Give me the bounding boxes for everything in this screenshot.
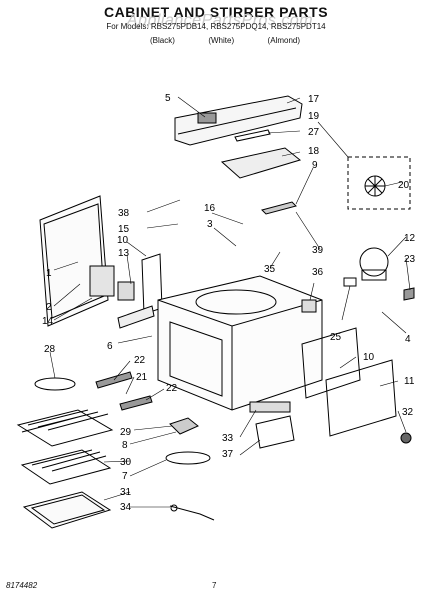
front-strip-part <box>117 305 155 329</box>
screw-32-part <box>400 432 412 444</box>
callout-8: 8 <box>122 440 128 451</box>
callout-22: 22 <box>134 355 146 366</box>
sensor-probe-part <box>169 505 215 521</box>
models-line: For Models: RBS275PDB14, RBS275PDQ14, RB… <box>106 22 326 31</box>
callout-33: 33 <box>222 433 234 444</box>
callout-3: 3 <box>207 219 213 230</box>
vent-grille-part <box>197 112 217 124</box>
callout-35: 35 <box>264 264 276 275</box>
callout-11: 11 <box>404 376 415 387</box>
callout-34: 34 <box>120 502 132 513</box>
latch-22b-part <box>119 395 153 411</box>
variant-white: (White) <box>208 36 235 45</box>
vent-bar-part <box>261 201 297 215</box>
turntable-support-part <box>165 451 211 465</box>
callout-4: 4 <box>405 334 411 345</box>
callout-1: 1 <box>46 268 52 279</box>
callout-39: 39 <box>312 245 324 256</box>
rear-panel-part <box>325 359 397 437</box>
callout-6: 6 <box>107 341 113 352</box>
page-title: CABINET AND STIRRER PARTS <box>103 4 329 20</box>
callout-10b: 10 <box>363 352 375 363</box>
cabinet-opening <box>169 321 223 397</box>
roller-ring-part <box>34 377 76 391</box>
stirrer-box <box>347 156 411 210</box>
switch-33-part <box>249 401 291 413</box>
variant-almond: (Almond) <box>267 36 300 45</box>
callout-20: 20 <box>398 180 410 191</box>
callout-5: 5 <box>165 93 171 104</box>
drive-coupler-part <box>169 417 199 435</box>
callout-37: 37 <box>222 449 234 460</box>
callout-36: 36 <box>312 267 324 278</box>
callout-12: 12 <box>404 233 416 244</box>
callout-30: 30 <box>120 457 132 468</box>
callout-25: 25 <box>330 332 342 343</box>
callout-17: 17 <box>308 94 320 105</box>
callout-19: 19 <box>308 111 320 122</box>
callout-28: 28 <box>44 344 56 355</box>
callout-31: 31 <box>120 487 132 498</box>
document-number: 8174482 <box>6 581 38 590</box>
callout-2: 2 <box>46 302 52 313</box>
page-number: 7 <box>212 581 217 590</box>
watermark: AppliancePartsPros.com <box>126 12 314 29</box>
clip-part <box>403 287 415 301</box>
bracket-37-part <box>255 415 295 449</box>
callout-38: 38 <box>118 208 130 219</box>
variant-black: (Black) <box>150 36 175 45</box>
callout-7: 7 <box>122 471 128 482</box>
callout-9: 9 <box>312 160 318 171</box>
stirrer-motor-part <box>359 247 389 277</box>
bracket-part <box>89 265 115 297</box>
color-variants: (Black) (White) (Almond) <box>150 36 300 45</box>
callout-23: 23 <box>404 254 416 265</box>
callout-27: 27 <box>308 127 320 138</box>
waveguide-ring-part <box>195 289 277 315</box>
callout-13: 13 <box>118 248 130 259</box>
callout-15: 15 <box>118 224 130 235</box>
bracket-36-part <box>301 299 317 313</box>
control-mount-part <box>117 281 135 301</box>
callout-32: 32 <box>402 407 414 418</box>
tray-part <box>22 491 112 529</box>
callout-16: 16 <box>204 203 216 214</box>
duct-plate-part <box>220 147 302 179</box>
callout-18: 18 <box>308 146 320 157</box>
right-side-panel <box>301 327 361 399</box>
callout-10: 10 <box>117 235 129 246</box>
callout-21: 21 <box>136 372 148 383</box>
callout-29: 29 <box>120 427 132 438</box>
callout-22b: 22 <box>166 383 178 394</box>
strip-part <box>234 129 271 142</box>
main-cabinet <box>157 275 323 411</box>
motor-base-part <box>343 277 357 287</box>
callout-14: 14 <box>42 316 54 327</box>
